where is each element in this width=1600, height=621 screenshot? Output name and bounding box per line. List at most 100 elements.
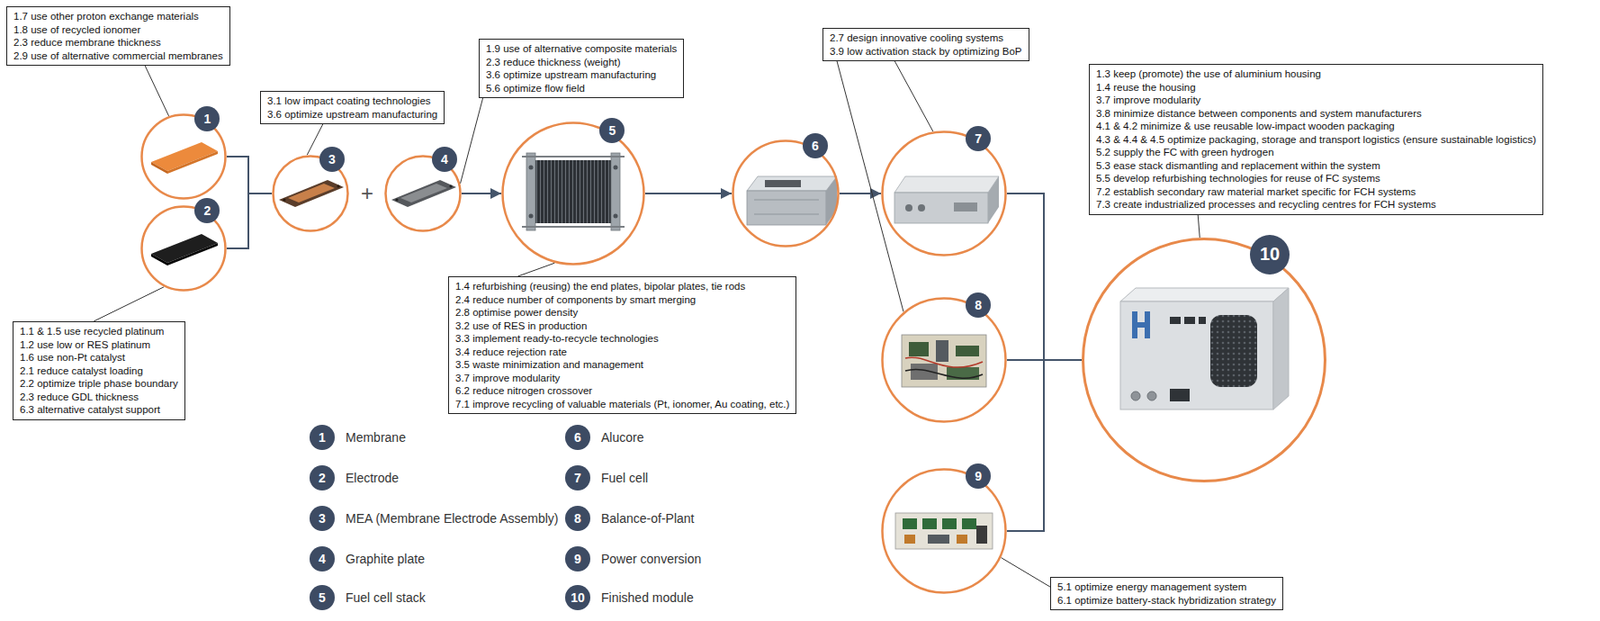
legend-label: Membrane — [345, 429, 406, 446]
component-number: 1 — [194, 106, 220, 132]
component-number: 10 — [1249, 234, 1290, 275]
callout-text: 1.1 & 1.5 use recycled platinum — [19, 324, 179, 339]
callout-text: 3.2 use of RES in production — [455, 319, 790, 333]
callout-box: 2.7 design innovative cooling systems3.9… — [822, 27, 1030, 62]
leader-line — [517, 262, 555, 277]
connector-line — [226, 193, 272, 249]
callout-text: 4.3 & 4.4 & 4.5 optimize packaging, stor… — [1096, 133, 1537, 147]
callout-text: 5.6 optimize flow field — [485, 81, 677, 96]
callout-box: 1.9 use of alternative composite materia… — [478, 38, 684, 99]
legend-label: Alucore — [601, 429, 644, 446]
flow-arrow — [839, 192, 881, 195]
legend-number: 6 — [565, 424, 591, 450]
legend-number: 1 — [309, 424, 335, 450]
callout-box: 1.1 & 1.5 use recycled platinum1.2 use l… — [12, 321, 186, 421]
leader-line — [306, 124, 324, 155]
callout-text: 1.4 refurbishing (reusing) the end plate… — [455, 279, 790, 294]
electrode-picture — [151, 233, 218, 266]
alucore-picture — [746, 176, 837, 225]
circle-outline-shape — [882, 298, 1007, 423]
callout-text: 1.2 use low or RES platinum — [19, 338, 179, 352]
callout-text: 1.3 keep (promote) the use of aluminium … — [1096, 67, 1537, 81]
callout-text: 3.3 implement ready-to-recycle technolog… — [455, 332, 790, 346]
connector-line — [226, 156, 272, 194]
legend-number: 5 — [309, 584, 335, 611]
component-number: 4 — [431, 146, 458, 172]
callout-text: 5.3 ease stack dismantling and replaceme… — [1096, 159, 1537, 173]
callout-text: 3.6 optimize upstream manufacturing — [485, 68, 677, 82]
component-circle: 6 — [731, 139, 840, 248]
callout-text: 2.3 reduce membrane thickness — [13, 35, 224, 50]
fuel-cell-picture — [894, 176, 999, 224]
mea-picture — [278, 179, 344, 207]
component-circle: 3 — [271, 154, 350, 233]
connector-line — [1006, 193, 1082, 360]
leader-line — [1000, 557, 1051, 588]
callout-text: 2.4 reduce number of components by smart… — [455, 293, 790, 307]
callout-text: 6.1 optimize battery-stack hybridization… — [1057, 593, 1277, 608]
legend-number: 9 — [565, 546, 591, 572]
callout-text: 5.5 develop refurbishing technologies fo… — [1096, 171, 1537, 186]
callout-text: 2.8 optimise power density — [455, 305, 790, 320]
flow-arrow — [461, 192, 502, 195]
component-circle: 5 — [501, 121, 646, 266]
leader-line — [1197, 215, 1200, 239]
circle-outline — [731, 139, 840, 248]
callout-box: 1.7 use other proton exchange materials1… — [6, 6, 231, 66]
circle-outline-shape — [882, 469, 1007, 594]
leader-line — [144, 65, 169, 117]
flow-arrow — [645, 192, 732, 195]
callout-text: 3.7 improve modularity — [455, 371, 790, 386]
legend-label: Fuel cell stack — [345, 589, 426, 606]
callout-text: 7.3 create industrialized processes and … — [1096, 197, 1537, 212]
legend-label: Balance-of-Plant — [601, 510, 695, 527]
callout-text: 7.1 improve recycling of valuable materi… — [455, 397, 790, 412]
circle-outline-shape — [882, 132, 1007, 256]
legend-number: 2 — [309, 465, 335, 491]
component-circle: 8 — [880, 296, 1007, 423]
callout-text: 2.3 reduce GDL thickness — [19, 390, 179, 405]
legend-label: Fuel cell — [601, 469, 648, 486]
component-circle: 1 — [140, 113, 227, 200]
callout-text: 5.1 optimize energy management system — [1057, 580, 1277, 594]
callout-text: 4.1 & 4.2 minimize & use reusable low-im… — [1096, 119, 1537, 134]
circle-outline — [880, 296, 1007, 423]
callout-text: 6.2 reduce nitrogen crossover — [455, 384, 790, 398]
callout-text: 3.8 minimize distance between components… — [1096, 107, 1537, 121]
component-number: 7 — [965, 125, 991, 152]
component-number: 2 — [194, 197, 220, 224]
callout-box: 5.1 optimize energy management system6.1… — [1050, 576, 1284, 611]
component-number: 9 — [965, 463, 991, 489]
legend-label: Graphite plate — [345, 550, 425, 567]
leader-line — [894, 61, 934, 132]
circle-outline — [880, 467, 1007, 594]
balance-of-plant-picture — [901, 334, 987, 387]
component-number: 6 — [802, 133, 828, 159]
callout-text: 1.4 reuse the housing — [1096, 80, 1537, 95]
callout-text: 6.3 alternative catalyst support — [19, 403, 179, 417]
membrane-picture — [151, 142, 218, 174]
legend-label: MEA (Membrane Electrode Assembly) — [345, 510, 559, 527]
callout-text: 2.7 design innovative cooling systems — [829, 31, 1023, 45]
legend-label: Electrode — [345, 469, 399, 486]
callout-text: 1.7 use other proton exchange materials — [13, 9, 224, 24]
graphite-plate-picture — [391, 179, 457, 207]
circle-outline-shape — [1083, 239, 1326, 482]
legend-number: 4 — [309, 546, 335, 572]
component-circle: 9 — [880, 467, 1007, 594]
leader-line — [93, 287, 164, 322]
callout-text: 3.1 low impact coating technologies — [267, 94, 438, 108]
callout-text: 3.5 waste minimization and management — [455, 358, 790, 372]
component-circle: 10 — [1081, 237, 1327, 483]
power-conversion-picture — [895, 512, 993, 549]
component-number: 5 — [599, 117, 625, 144]
legend-label: Finished module — [601, 589, 694, 606]
callout-box: 1.3 keep (promote) the use of aluminium … — [1088, 63, 1544, 216]
legend-label: Power conversion — [601, 550, 702, 567]
callout-text: 5.2 supply the FC with green hydrogen — [1096, 145, 1537, 160]
component-circle: 2 — [140, 205, 227, 292]
legend-number: 3 — [309, 505, 335, 531]
component-number: 3 — [319, 146, 345, 172]
callout-text: 3.4 reduce rejection rate — [455, 345, 790, 360]
callout-text: 3.6 optimize upstream manufacturing — [267, 107, 438, 122]
